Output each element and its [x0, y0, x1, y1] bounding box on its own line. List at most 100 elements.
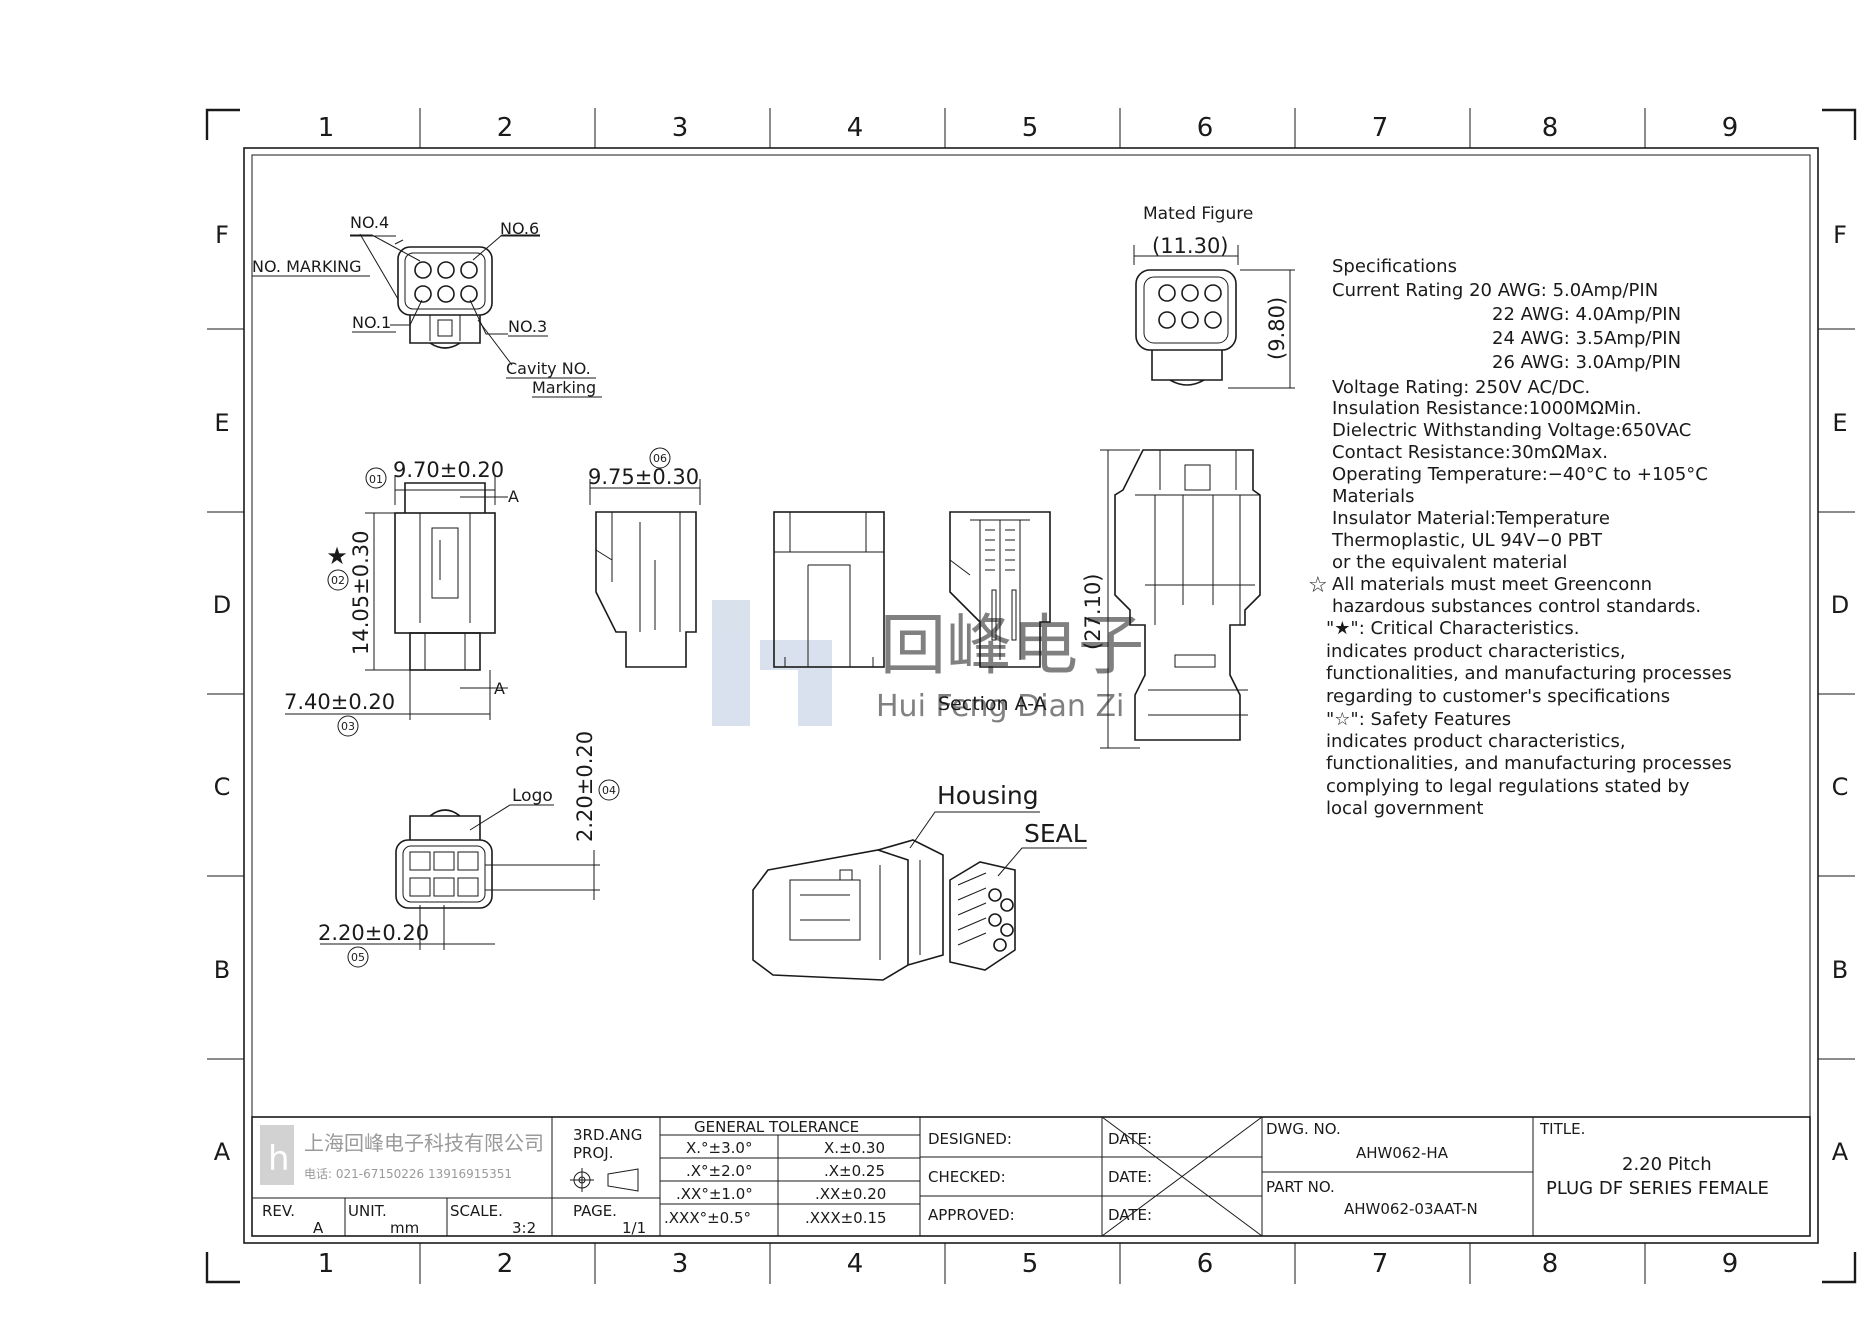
dim-02-value: 14.05±0.30 [349, 531, 373, 655]
callout-seal: SEAL [1024, 819, 1087, 848]
section-aa-view: Section A-A [938, 511, 1051, 715]
seal-ribs [957, 872, 987, 946]
spec-line: Dielectric Withstanding Voltage:650VAC [1332, 420, 1691, 441]
row-label: C [1832, 773, 1849, 801]
side-1-bottom-detail [424, 633, 466, 670]
side-2-outline [595, 511, 697, 668]
dim-04-value: 2.20±0.20 [573, 731, 597, 842]
watermark-logo-bar [712, 600, 750, 726]
mated-cavities [1158, 284, 1222, 329]
title-line2: PLUG DF SERIES FEMALE [1546, 1178, 1769, 1199]
callout-no3: NO.3 [508, 317, 547, 336]
left-row-labels: F E D C B A [213, 221, 231, 1166]
spec-line: "☆": Safety Features [1326, 709, 1511, 730]
callout-no-marking: NO. MARKING [252, 257, 362, 276]
row-label: E [1832, 409, 1847, 437]
seal-leader [997, 847, 1087, 877]
spec-line: 24 AWG: 3.5Amp/PIN [1492, 328, 1681, 349]
dim-03-bubble-text: 03 [341, 720, 355, 733]
critical-star-icon: ★ [326, 542, 348, 570]
latch-detail [429, 315, 461, 341]
spec-line: Voltage Rating: 250V AC/DC. [1332, 377, 1590, 398]
dim-02-bubble-text: 02 [331, 574, 345, 587]
seal-holes [988, 888, 1014, 952]
section-aa-label: Section A-A [938, 693, 1047, 715]
row-label: C [214, 773, 231, 801]
front-view-bottom: Logo 2.20±0.20 04 2.20±0.20 05 [318, 731, 620, 968]
col-label: 5 [1022, 113, 1039, 143]
spec-line: Current Rating 20 AWG: 5.0Amp/PIN [1332, 280, 1658, 301]
projection-line2: PROJ. [573, 1144, 613, 1162]
logo-leader [469, 804, 554, 831]
part-no-label: PART NO. [1266, 1178, 1335, 1196]
col-label: 2 [497, 113, 514, 143]
face-inner [404, 252, 486, 310]
col-label: 8 [1542, 113, 1559, 143]
company-phone: 电话: 021-67150226 13916915351 [304, 1167, 512, 1181]
tolerance-angle: X.°±3.0° [686, 1139, 752, 1157]
dim-03-value: 7.40±0.20 [284, 690, 395, 714]
callout-marking: Marking [532, 378, 596, 397]
spec-line: Contact Resistance:30mΩMax. [1332, 442, 1608, 463]
page-value: 1/1 [622, 1219, 646, 1237]
callout-no1: NO.1 [352, 313, 391, 332]
dim-01-lines [394, 475, 496, 505]
scale-label: SCALE. [450, 1202, 503, 1220]
col-label: 8 [1542, 1249, 1559, 1279]
face-outline [397, 246, 493, 316]
side-1-body [394, 512, 496, 634]
right-zone-ticks [1818, 328, 1855, 1060]
approved-date-label: DATE: [1108, 1206, 1152, 1224]
dim-04-lines [485, 850, 600, 900]
tolerance-angle: .XX°±1.0° [676, 1185, 753, 1203]
mated-latch [1151, 350, 1223, 386]
row-label: F [1833, 221, 1847, 249]
front-face-view: NO.4 NO.6 NO. MARKING NO.1 NO.3 Cavity N… [252, 213, 602, 398]
dim-05-value: 2.20±0.20 [318, 921, 429, 945]
mated-height-value: (9.80) [1265, 297, 1289, 360]
spec-line: 22 AWG: 4.0Amp/PIN [1492, 304, 1681, 325]
mated-figure-title: Mated Figure [1143, 204, 1253, 224]
row-label: D [213, 591, 231, 619]
drawing-frame: 1 2 3 4 5 6 7 8 9 1 2 3 4 5 6 7 8 9 F E … [205, 108, 1857, 1284]
dwg-no-label: DWG. NO. [1266, 1120, 1341, 1138]
signature-cross-lines [1101, 1116, 1263, 1237]
row-label: F [215, 221, 229, 249]
spec-line: 26 AWG: 3.0Amp/PIN [1492, 352, 1681, 373]
seal-iso-body [949, 861, 1016, 971]
checked-label: CHECKED: [928, 1168, 1006, 1186]
mated-figure: Mated Figure (11.30) (9.80) (27.10) [1081, 204, 1295, 749]
tolerance-linear: .XXX±0.15 [805, 1209, 887, 1227]
dwg-no-value: AHW062-HA [1356, 1144, 1449, 1162]
mated-width-dim [1133, 245, 1239, 265]
mated-length-dim [1100, 449, 1140, 749]
spec-line: Thermoplastic, UL 94V−0 PBT [1331, 530, 1603, 551]
designed-label: DESIGNED: [928, 1130, 1012, 1148]
corner-mark [1822, 108, 1857, 140]
spec-line: hazardous substances control standards. [1332, 596, 1701, 617]
tolerance-angle: .XXX°±0.5° [664, 1209, 751, 1227]
tolerance-title: GENERAL TOLERANCE [694, 1118, 859, 1136]
right-row-labels: F E D C B A [1831, 221, 1849, 1166]
spec-line: regarding to customer's specifications [1326, 686, 1670, 707]
callout-housing: Housing [937, 781, 1039, 810]
spec-line: complying to legal regulations stated by [1326, 776, 1690, 797]
rev-label: REV. [262, 1202, 295, 1220]
spec-line-heading: Specifications [1332, 256, 1457, 277]
bottom-zone-ticks [419, 1243, 1646, 1284]
callout-no6: NO.6 [500, 219, 539, 238]
mated-side-detail [1135, 450, 1260, 716]
dim-04-bubble-text: 04 [602, 784, 616, 797]
projection-symbol-icon [570, 1168, 639, 1192]
watermark-logo-shape [760, 640, 832, 726]
inner-border [243, 147, 1819, 1244]
side-1-inner [419, 513, 471, 623]
spec-line: indicates product characteristics, [1326, 731, 1626, 752]
bottom-column-labels: 1 2 3 4 5 6 7 8 9 [318, 1249, 1739, 1279]
dim-01-bubble [365, 467, 387, 489]
latch-outline [409, 315, 481, 344]
section-a-lines [460, 496, 508, 689]
specifications: Specifications Current Rating 20 AWG: 5.… [1308, 256, 1732, 819]
row-label: B [1832, 956, 1848, 984]
